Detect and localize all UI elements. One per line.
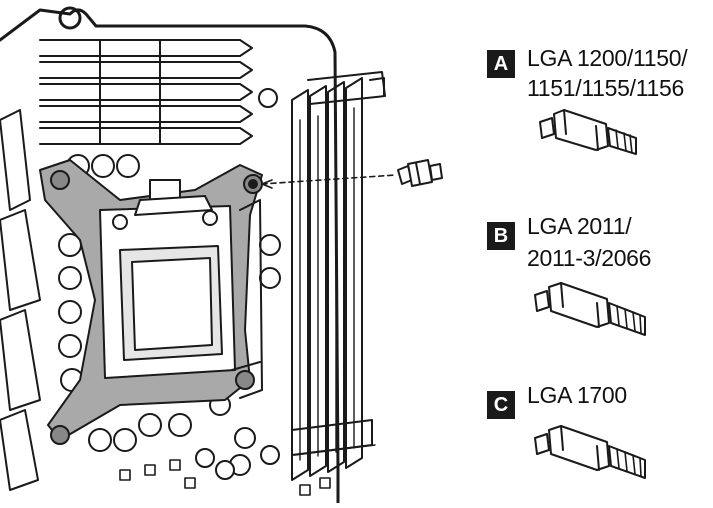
- badge-a: A: [487, 50, 515, 78]
- label-b-line2: 2011-3/2066: [527, 245, 652, 271]
- standoff-c: [534, 425, 646, 479]
- label-a-line1: LGA 1200/1150/: [527, 45, 688, 71]
- dashed-insert-arrow: [261, 174, 397, 185]
- badge-c: C: [487, 391, 515, 419]
- label-c-line1: LGA 1700: [527, 382, 627, 408]
- memory-slots: [291, 71, 386, 481]
- badge-b: B: [487, 222, 515, 250]
- io-heatsink-fins: [39, 39, 253, 145]
- cpu-socket: [99, 179, 263, 399]
- standoff-screw-insert: [397, 159, 443, 187]
- smd-components: [119, 459, 331, 496]
- label-a-line2: 1151/1155/1156: [527, 75, 684, 101]
- standoff-a: [539, 109, 637, 155]
- label-b-line1: LGA 2011/: [527, 213, 632, 239]
- left-edge-components: [0, 109, 41, 491]
- motherboard-outline: [0, 6, 340, 505]
- standoff-b: [534, 282, 646, 336]
